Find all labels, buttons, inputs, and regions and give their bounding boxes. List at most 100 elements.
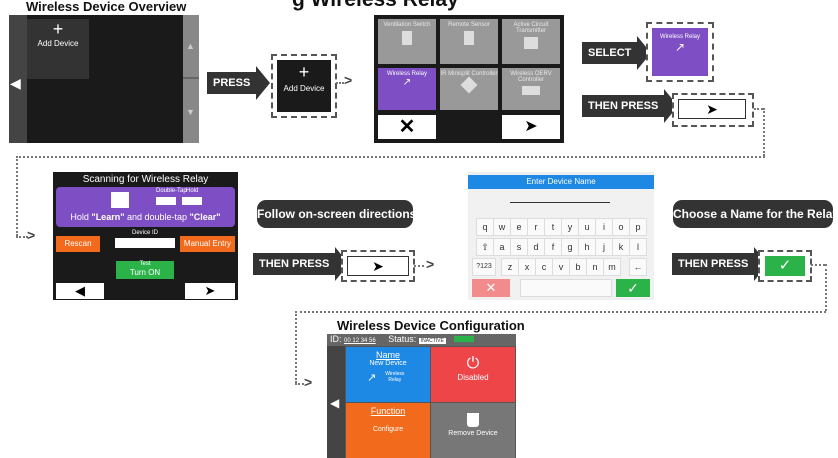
add-device-callout: + Add Device	[271, 54, 337, 118]
key[interactable]: q	[476, 218, 494, 236]
connector	[825, 264, 827, 311]
up-arrow-icon[interactable]: ▲	[186, 41, 195, 51]
space-key[interactable]	[520, 279, 612, 297]
add-device-label: Add Device	[37, 39, 79, 48]
signal-strength-icon	[454, 336, 475, 342]
key[interactable]: k	[612, 238, 630, 256]
configure-label: Configure	[372, 426, 404, 433]
confirm-button[interactable]: ✓	[616, 279, 650, 297]
then-press-arrow-label: THEN PRESS	[582, 89, 679, 123]
next-button[interactable]: ➤	[502, 115, 560, 139]
backspace-key-icon[interactable]: ←	[629, 258, 647, 276]
tile-active-circuit-transmitter[interactable]: Active Circuit Transmitter	[502, 19, 560, 64]
double-tap-label: Double-Tap	[156, 188, 187, 194]
name-tile[interactable]: Name New Device ↗ Wireless Relay	[346, 347, 430, 402]
key[interactable]: m	[603, 258, 621, 276]
manual-entry-button[interactable]: Manual Entry	[180, 236, 235, 252]
tile-ventilation-switch[interactable]: Ventilation Switch	[378, 19, 436, 64]
test-turn-on-button[interactable]: Test Turn ON	[116, 261, 174, 279]
key[interactable]: x	[518, 258, 536, 276]
key[interactable]: n	[586, 258, 604, 276]
device-id-field[interactable]	[115, 238, 175, 248]
tile-label: Active Circuit Transmitter	[513, 22, 549, 34]
connector	[414, 265, 424, 267]
then-press-arrow-label: THEN PRESS	[253, 247, 350, 281]
connector	[295, 311, 826, 313]
back-arrow-icon[interactable]: ◀	[330, 396, 340, 410]
key[interactable]: b	[569, 258, 587, 276]
key[interactable]: v	[552, 258, 570, 276]
clear-text: "Clear"	[189, 212, 221, 222]
symbols-key[interactable]: ?123	[472, 258, 496, 276]
key[interactable]: h	[578, 238, 596, 256]
connector	[811, 264, 825, 266]
down-arrow-icon[interactable]: ▼	[186, 107, 195, 117]
scrollbar[interactable]: ▲ ▼	[183, 15, 199, 143]
key[interactable]: g	[561, 238, 579, 256]
key[interactable]: t	[544, 218, 562, 236]
scan-title: Scanning for Wireless Relay	[82, 174, 209, 185]
disabled-tile[interactable]: ⏻ Disabled	[431, 347, 515, 402]
disabled-label: Disabled	[457, 373, 489, 382]
learn-text: "Learn"	[91, 212, 125, 222]
chevron-right-icon: >	[426, 256, 435, 272]
key[interactable]: i	[595, 218, 613, 236]
key[interactable]: z	[501, 258, 519, 276]
cancel-button[interactable]: ✕	[472, 279, 510, 297]
name-link[interactable]: Name	[375, 350, 400, 360]
instruction-text: Hold "Learn" and double-tap "Clear"	[56, 212, 235, 222]
key[interactable]: r	[527, 218, 545, 236]
next-button[interactable]: ➤	[678, 99, 746, 119]
key[interactable]: w	[493, 218, 511, 236]
relay-device-icon	[111, 192, 129, 208]
tile-label: Wireless Relay	[386, 71, 427, 77]
rescan-button[interactable]: Rescan	[56, 236, 100, 252]
plus-icon: +	[298, 62, 310, 82]
name-input[interactable]	[510, 202, 610, 203]
connector	[295, 383, 304, 385]
key[interactable]: j	[595, 238, 613, 256]
key[interactable]: a	[493, 238, 511, 256]
cancel-button[interactable]: ✕	[378, 115, 436, 139]
shift-key-icon[interactable]: ⇧	[476, 238, 494, 256]
key[interactable]: y	[561, 218, 579, 236]
add-device-label: Add Device	[283, 84, 325, 93]
button-icon	[182, 197, 202, 205]
tile-remote-sensor[interactable]: Remote Sensor	[440, 19, 498, 64]
confirm-button[interactable]: ✓	[765, 256, 805, 276]
chevron-right-icon: >	[304, 374, 313, 390]
key[interactable]: u	[578, 218, 596, 236]
key[interactable]: p	[629, 218, 647, 236]
function-tile[interactable]: Function Configure	[346, 403, 430, 458]
relay-icon: ↗	[402, 77, 412, 88]
remove-device-tile[interactable]: Remove Device	[431, 403, 515, 458]
side-strip	[9, 15, 27, 143]
function-link[interactable]: Function	[370, 406, 406, 416]
key[interactable]: e	[510, 218, 528, 236]
trash-icon	[467, 413, 479, 427]
id-value: 00 12 34 56	[344, 338, 376, 344]
wireless-relay-tile[interactable]: Wireless Relay ↗	[652, 28, 708, 76]
back-arrow-icon[interactable]: ◀	[10, 75, 21, 91]
key[interactable]: s	[510, 238, 528, 256]
add-device-tile[interactable]: + Add Device	[27, 19, 89, 79]
key[interactable]: o	[612, 218, 630, 236]
back-button[interactable]: ◀	[56, 283, 104, 299]
selected-tile-callout: Wireless Relay ↗	[646, 22, 714, 82]
tile-wireless-relay[interactable]: Wireless Relay ↗	[378, 68, 436, 110]
keyboard-screen: Enter Device Name q w e r t y u i o p ⇧ …	[468, 172, 654, 300]
key[interactable]: l	[629, 238, 647, 256]
device-id-label: Device ID	[131, 230, 158, 236]
tile-ir-minisplit[interactable]: IR Minisplit Controller	[440, 68, 498, 110]
tile-label: IR Minisplit Controller	[440, 71, 498, 77]
connector	[295, 311, 297, 383]
key[interactable]: c	[535, 258, 553, 276]
hold-label: Hold	[186, 188, 199, 194]
forward-button[interactable]: ➤	[185, 283, 235, 299]
tile-label: Wireless OERV Controller	[510, 71, 552, 83]
tile-wireless-oerv[interactable]: Wireless OERV Controller	[502, 68, 560, 110]
key[interactable]: d	[527, 238, 545, 256]
next-button[interactable]: ➤	[347, 256, 409, 276]
add-device-button[interactable]: + Add Device	[277, 60, 331, 112]
key[interactable]: f	[544, 238, 562, 256]
